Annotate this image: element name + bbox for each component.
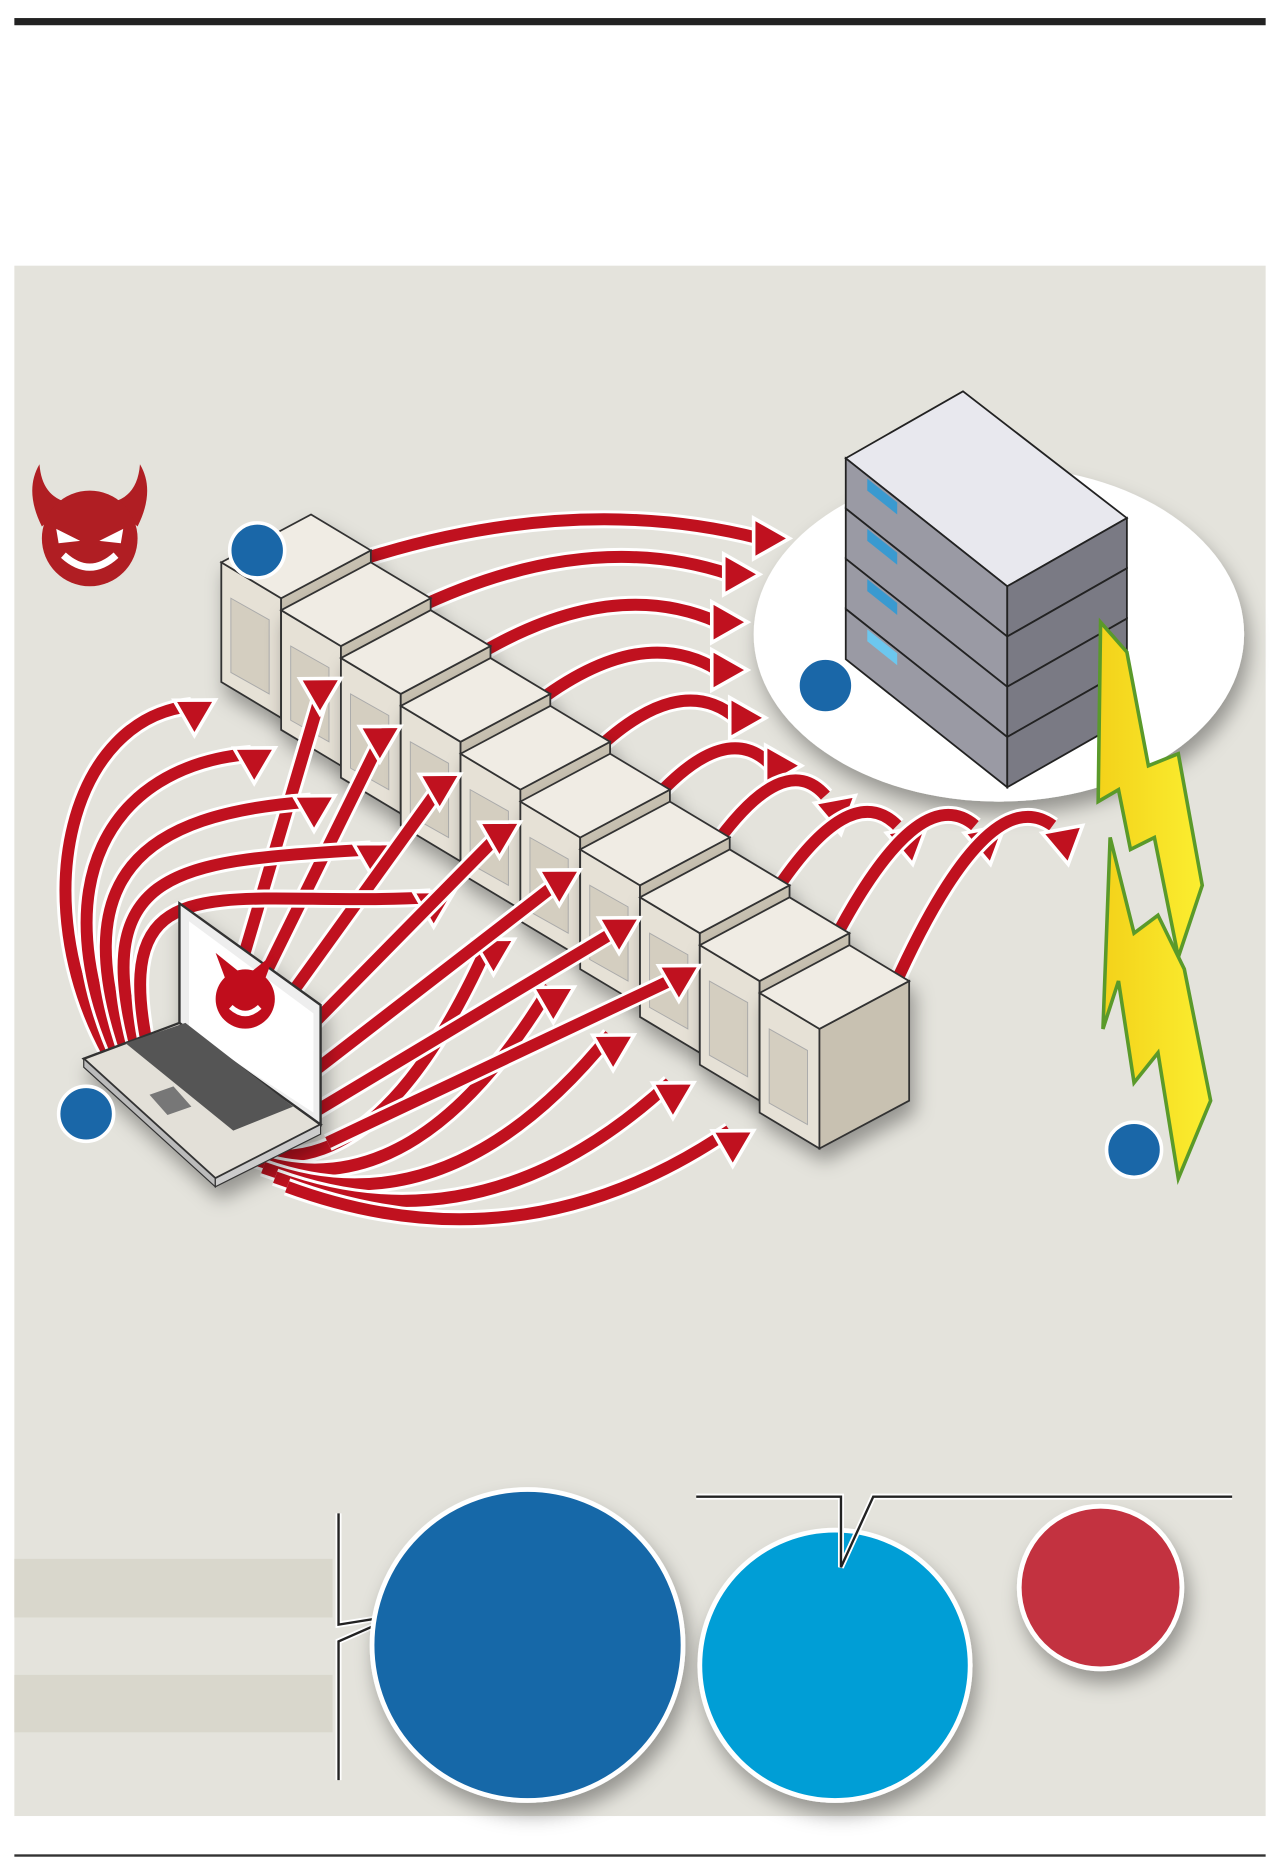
devil-icon: [32, 464, 148, 587]
attack-arrow: [235, 686, 329, 965]
circle-light-blue: [697, 1527, 973, 1803]
arrowhead: [709, 646, 752, 694]
stripe: [14, 1674, 333, 1733]
attack-arrow: [117, 843, 372, 1077]
top-rule: [14, 18, 1266, 26]
rack-unit: [844, 506, 1128, 689]
attack-arrow: [351, 513, 762, 569]
indicator-light: [867, 478, 898, 515]
attack-arrow: [99, 795, 312, 1070]
arrowhead: [727, 694, 770, 742]
attack-arrow: [410, 550, 732, 616]
rack-server-icon: [844, 390, 1129, 790]
arrowhead: [535, 867, 584, 909]
attack-arrow: [766, 805, 902, 901]
arrowhead: [649, 1080, 697, 1122]
attack-arrow: [325, 969, 685, 1148]
arrowhead: [751, 515, 794, 562]
step-marker-icon: [1104, 1120, 1164, 1180]
callout-line: [696, 1495, 1233, 1568]
arrowhead: [595, 915, 644, 957]
attack-arrow: [826, 809, 979, 948]
attack-arrow: [80, 747, 252, 1063]
attack-arrow: [528, 646, 721, 711]
arrowhead: [721, 550, 764, 598]
step-marker-icon: [227, 521, 287, 580]
attack-arrow: [706, 774, 830, 853]
rack-unit: [844, 607, 1128, 790]
arrowhead: [356, 724, 404, 766]
tower-computer-icon: [757, 944, 911, 1151]
arrowhead: [1038, 823, 1086, 868]
arrowhead: [709, 1128, 757, 1170]
arrowhead: [296, 676, 345, 718]
attack-arrow: [587, 694, 740, 759]
attack-arrow: [250, 733, 389, 996]
indicator-light: [867, 629, 898, 666]
arrowhead: [290, 793, 339, 835]
arrowhead: [416, 772, 464, 814]
circle-red: [1016, 1503, 1185, 1672]
attack-arrow: [310, 922, 626, 1118]
lightning-bolt-icon: [1096, 617, 1213, 1185]
circle-dark-blue: [369, 1487, 686, 1803]
arrowhead: [709, 598, 752, 646]
step-marker-icon: [56, 1084, 116, 1144]
attack-arrow: [134, 891, 431, 1084]
indicator-light: [867, 528, 898, 565]
attack-arrow: [647, 742, 776, 806]
laptop-icon: [81, 900, 323, 1189]
attack-arrow: [59, 699, 193, 1056]
attack-arrow: [285, 1125, 734, 1226]
arrowhead: [655, 963, 703, 1005]
zombie-to-target-arrows: [350, 510, 1086, 997]
arrowhead: [589, 1033, 638, 1074]
stripe: [14, 1558, 333, 1618]
arrowhead: [230, 745, 279, 787]
arrowhead: [476, 820, 524, 862]
attack-arrow: [885, 810, 1057, 996]
arrowhead: [529, 985, 578, 1027]
devil-icon: [215, 952, 275, 1029]
arrowhead: [170, 698, 219, 740]
rack-unit: [844, 556, 1128, 739]
bottom-rule: [14, 1854, 1266, 1857]
step-marker-icon: [796, 656, 855, 715]
attack-arrow: [469, 598, 721, 664]
attack-arrow: [295, 874, 566, 1088]
indicator-light: [867, 579, 898, 615]
